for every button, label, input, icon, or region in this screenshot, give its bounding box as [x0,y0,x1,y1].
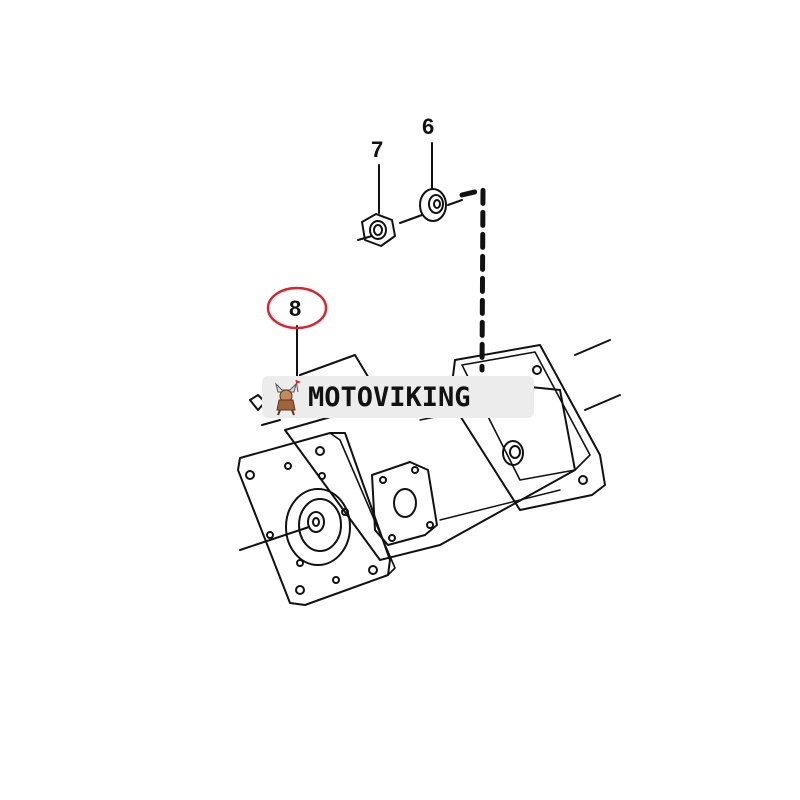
callout-8: 8 [289,296,302,321]
viking-mascot-icon [275,379,301,416]
nut-part [361,213,396,247]
watermark-banner: MOTOVIKING [262,376,534,418]
callout-6: 6 [422,114,435,139]
callout-7: 7 [371,137,384,162]
watermark-text: MOTOVIKING [308,381,471,413]
